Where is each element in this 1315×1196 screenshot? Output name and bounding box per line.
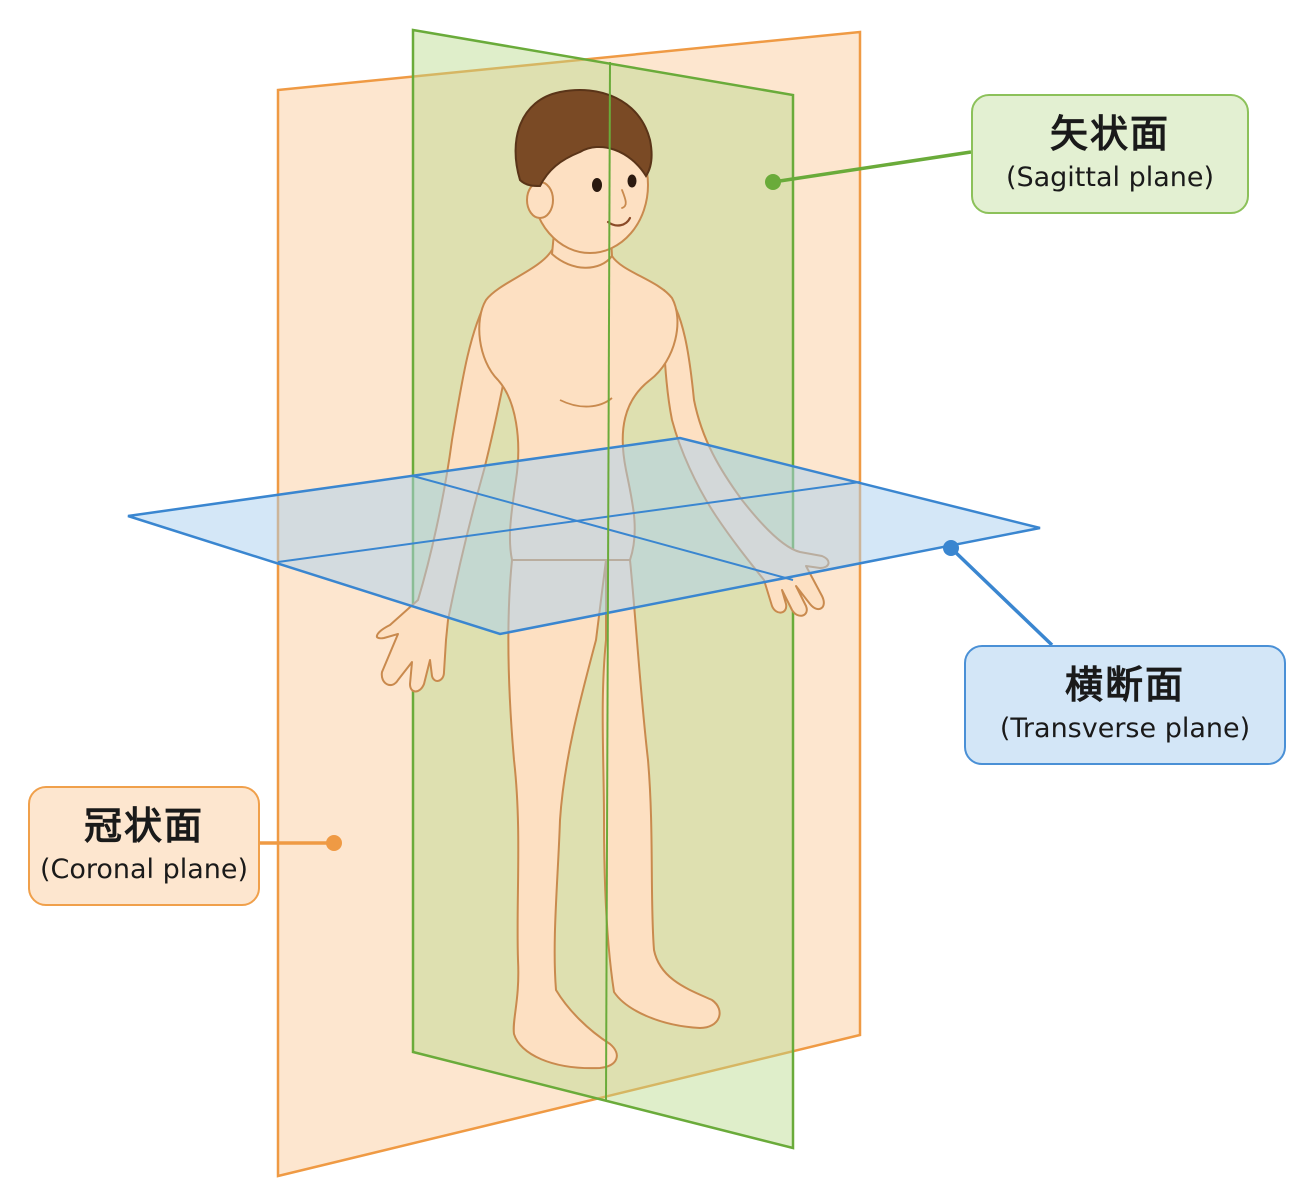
sagittal-leader-line	[772, 150, 972, 184]
transverse-leader-line	[949, 546, 1054, 647]
left-leg	[507, 559, 618, 1070]
ear	[526, 181, 554, 219]
right-leg	[601, 559, 721, 1029]
hair	[514, 89, 653, 188]
transverse-label-en: (Transverse plane)	[999, 713, 1251, 745]
sagittal-label-jp: 矢状面	[1049, 111, 1170, 156]
coronal-label-jp: 冠状面	[83, 803, 204, 848]
transverse-sagittal-intersection	[412, 475, 794, 581]
transverse-leader-dot	[943, 540, 959, 556]
transverse-label-jp: 横断面	[1064, 662, 1185, 707]
nose	[621, 189, 627, 209]
sagittal-label-en: (Sagittal plane)	[1005, 162, 1215, 194]
sagittal-coronal-intersection	[605, 61, 611, 1101]
transverse-coronal-intersection	[277, 481, 861, 563]
coronal-plane-label: 冠状面 (Coronal plane)	[28, 786, 260, 906]
left-eye	[592, 178, 602, 192]
right-eye	[627, 174, 637, 188]
transverse-plane-label: 横断面 (Transverse plane)	[964, 645, 1286, 765]
coronal-leader-dot	[326, 835, 342, 851]
sagittal-plane-label: 矢状面 (Sagittal plane)	[971, 94, 1249, 214]
transverse-plane	[127, 436, 1041, 636]
coronal-label-en: (Coronal plane)	[39, 854, 249, 886]
sagittal-leader-dot	[765, 174, 781, 190]
